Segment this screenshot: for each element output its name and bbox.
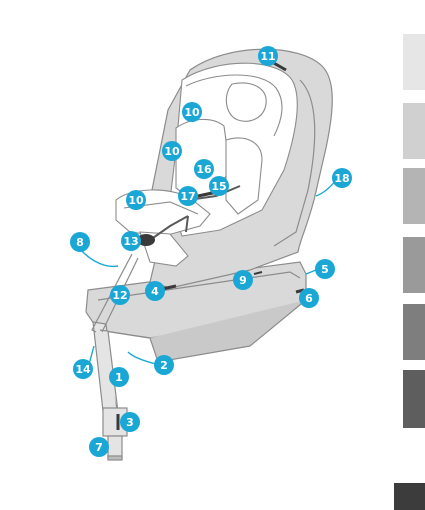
svg-text:17: 17 [180, 190, 195, 203]
svg-text:10: 10 [164, 145, 180, 158]
svg-text:3: 3 [126, 416, 134, 429]
callout-9: 9 [233, 270, 253, 290]
callout-17: 17 [178, 186, 198, 206]
callout-7: 7 [89, 437, 109, 457]
callout-16: 16 [194, 159, 214, 179]
callout-10-headrest: 10 [182, 102, 202, 122]
language-tab-6[interactable] [403, 370, 425, 428]
callout-8: 8 [70, 232, 90, 252]
svg-text:9: 9 [239, 274, 247, 287]
callout-10-side: 10 [162, 141, 182, 161]
svg-text:8: 8 [76, 236, 84, 249]
svg-text:16: 16 [196, 163, 212, 176]
svg-text:18: 18 [334, 172, 349, 185]
callout-18: 18 [332, 168, 352, 188]
callout-5: 5 [315, 259, 335, 279]
callout-3: 3 [120, 412, 140, 432]
language-tab-1[interactable] [403, 34, 425, 90]
callout-6: 6 [299, 288, 319, 308]
callout-15: 15 [209, 176, 229, 196]
svg-text:10: 10 [128, 194, 144, 207]
svg-text:1: 1 [115, 371, 123, 384]
svg-text:6: 6 [305, 292, 313, 305]
callout-10-cushion: 10 [126, 190, 146, 210]
callout-1: 1 [109, 367, 129, 387]
callout-4: 4 [145, 281, 165, 301]
callout-13: 13 [121, 231, 141, 251]
svg-text:10: 10 [184, 106, 200, 119]
language-tab-2[interactable] [403, 103, 425, 159]
svg-text:12: 12 [112, 289, 127, 302]
svg-text:4: 4 [151, 285, 159, 298]
language-tab-4[interactable] [403, 237, 425, 293]
language-tab-3[interactable] [403, 168, 425, 224]
language-tab-5[interactable] [403, 304, 425, 360]
callout-11: 11 [258, 46, 278, 66]
callout-2: 2 [154, 355, 174, 375]
page-number [394, 483, 425, 510]
svg-text:7: 7 [95, 441, 103, 454]
svg-text:2: 2 [160, 359, 168, 372]
svg-text:11: 11 [260, 50, 275, 63]
svg-text:15: 15 [211, 180, 226, 193]
svg-text:14: 14 [75, 363, 91, 376]
callout-12: 12 [110, 285, 130, 305]
svg-text:13: 13 [123, 235, 138, 248]
callout-14: 14 [73, 359, 93, 379]
svg-text:5: 5 [321, 263, 329, 276]
